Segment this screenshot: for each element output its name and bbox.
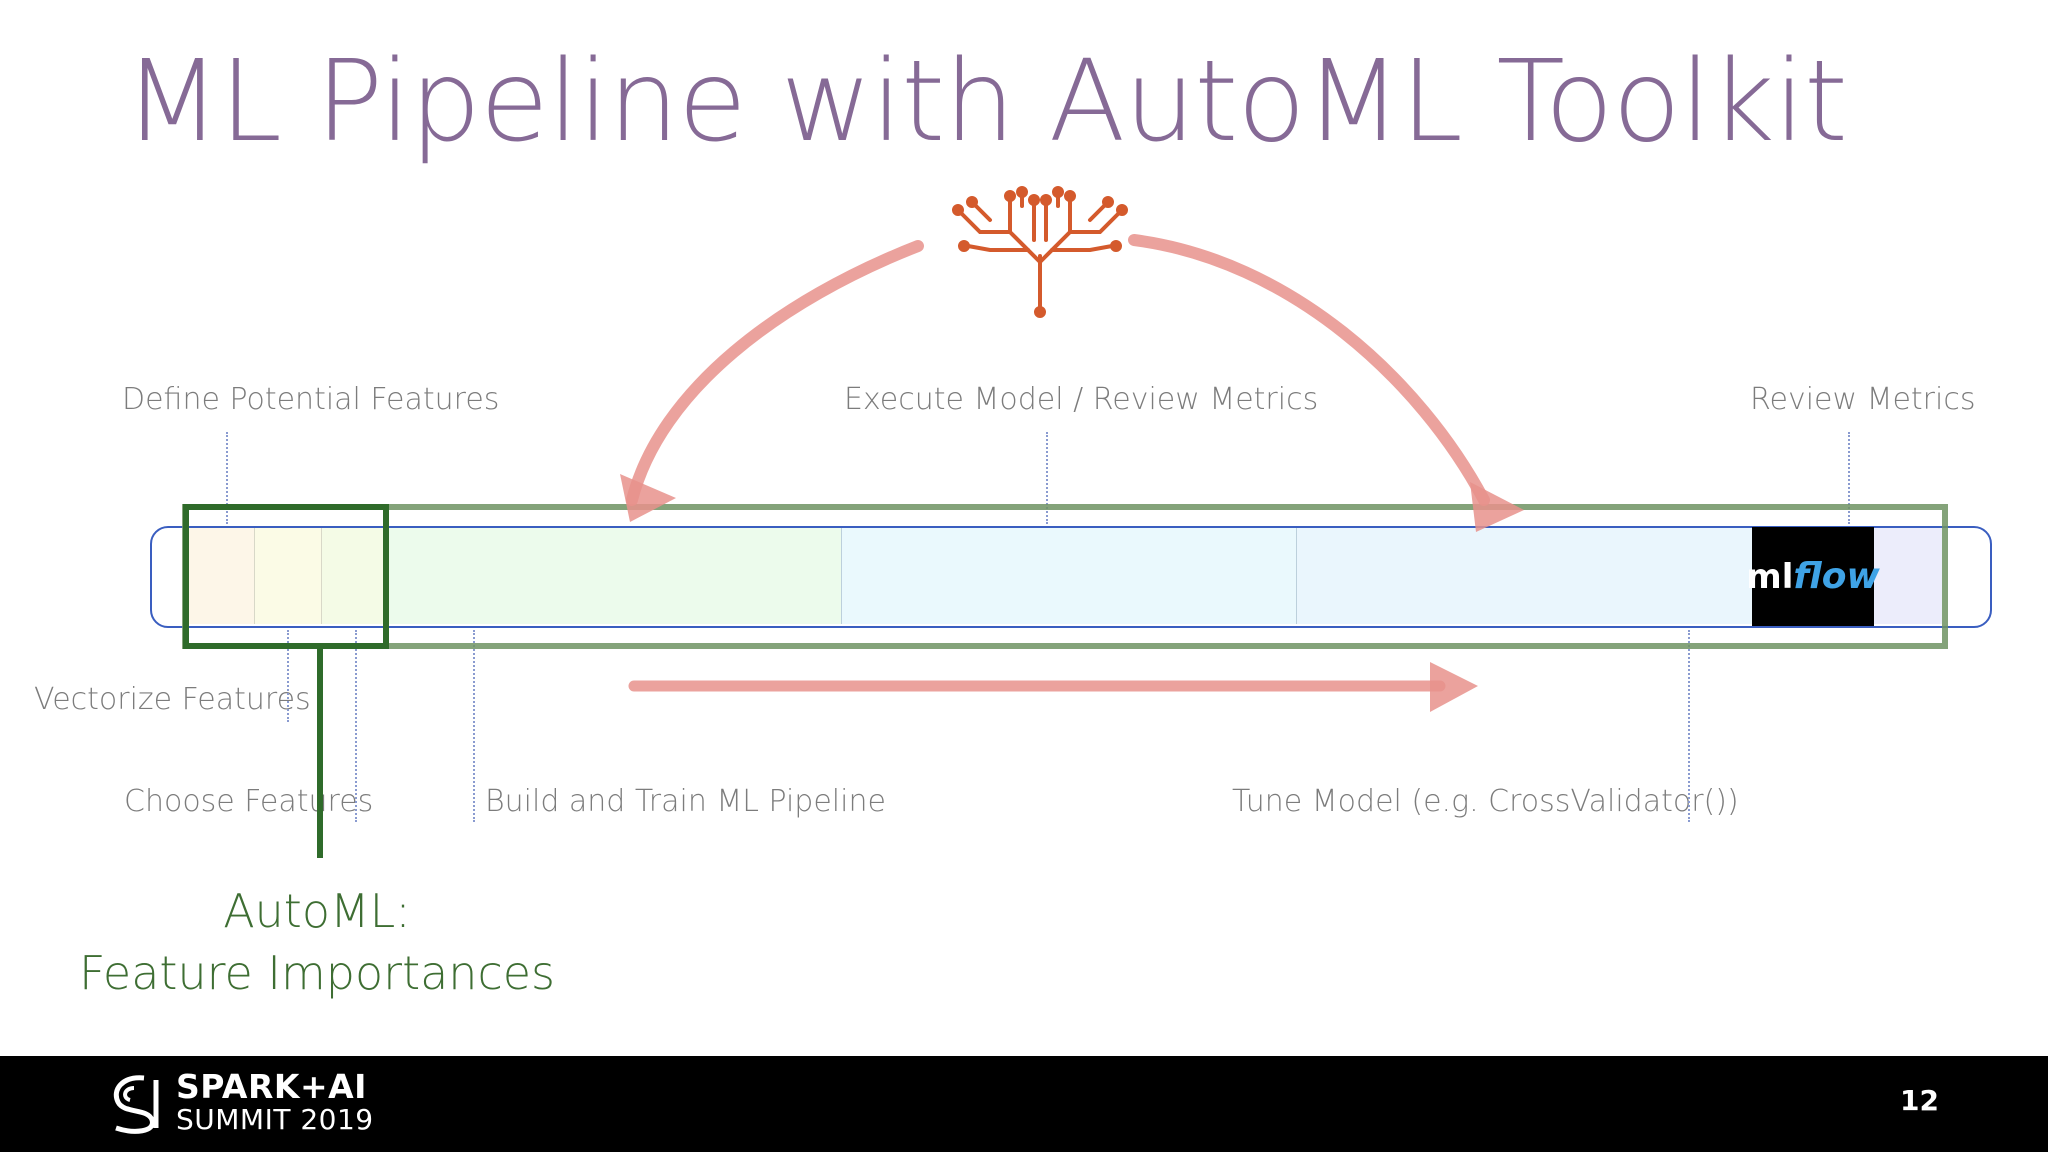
arrow-curve-left bbox=[626, 240, 924, 506]
arrowhead-left bbox=[620, 474, 676, 522]
automl-highlight-box bbox=[182, 504, 1948, 649]
leader-vectorize bbox=[287, 630, 289, 722]
logo-line-2: SUMMIT 2019 bbox=[176, 1103, 374, 1136]
arrow-curve-right bbox=[1128, 234, 1490, 506]
mlflow-flow-text: flow bbox=[1793, 556, 1880, 597]
stage-choose bbox=[322, 528, 386, 624]
arrowhead-right bbox=[1470, 482, 1524, 532]
automl-feature-importances-label: AutoML: Feature Importances bbox=[62, 880, 572, 1004]
circuit-brain-icon bbox=[952, 186, 1128, 318]
label-review-metrics: Review Metrics bbox=[1750, 382, 1976, 417]
label-execute-model: Execute Model / Review Metrics bbox=[844, 382, 1319, 417]
footer-logo-text: SPARK+AI SUMMIT 2019 bbox=[176, 1070, 374, 1136]
leader-choose bbox=[355, 630, 357, 822]
automl-label-line2: Feature Importances bbox=[78, 946, 555, 1000]
stage-review bbox=[1874, 528, 1942, 624]
leader-execute-model bbox=[1046, 432, 1048, 524]
stage-execute bbox=[842, 528, 1297, 624]
leader-tune bbox=[1688, 630, 1690, 822]
automl-label-line1: AutoML: bbox=[223, 884, 411, 938]
spark-ai-summit-logo bbox=[113, 1075, 159, 1134]
logo-line-1: SPARK+AI bbox=[176, 1067, 367, 1106]
stage-build-train bbox=[386, 528, 842, 624]
stage-tune bbox=[1297, 528, 1752, 624]
leader-review-metrics bbox=[1848, 432, 1850, 524]
label-vectorize-features: Vectorize Features bbox=[34, 682, 311, 717]
label-choose-features: Choose Features bbox=[124, 784, 374, 819]
stage-vectorize bbox=[255, 528, 322, 624]
footer-bar bbox=[0, 1056, 2048, 1152]
arrowhead-horizontal bbox=[1430, 662, 1478, 712]
label-build-train: Build and Train ML Pipeline bbox=[485, 784, 886, 819]
stage-define-features bbox=[186, 528, 255, 624]
label-define-features: Define Potential Features bbox=[122, 382, 500, 417]
leader-build bbox=[473, 630, 475, 822]
label-tune-model: Tune Model (e.g. CrossValidator()) bbox=[1232, 784, 1739, 819]
page-title: ML Pipeline with AutoML Toolkit bbox=[124, 37, 1848, 167]
leader-define-features bbox=[226, 432, 228, 524]
mlflow-ml-text: ml bbox=[1746, 556, 1794, 597]
feature-importance-box bbox=[183, 504, 389, 649]
page-number: 12 bbox=[1900, 1084, 1939, 1117]
